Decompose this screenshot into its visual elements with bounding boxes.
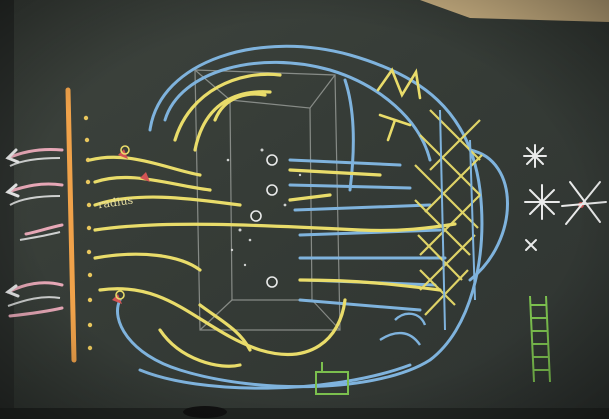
chalkboard-photo: radius xyxy=(0,0,609,419)
chalkboard-drawing xyxy=(0,0,609,419)
photo-vignette xyxy=(0,0,609,419)
